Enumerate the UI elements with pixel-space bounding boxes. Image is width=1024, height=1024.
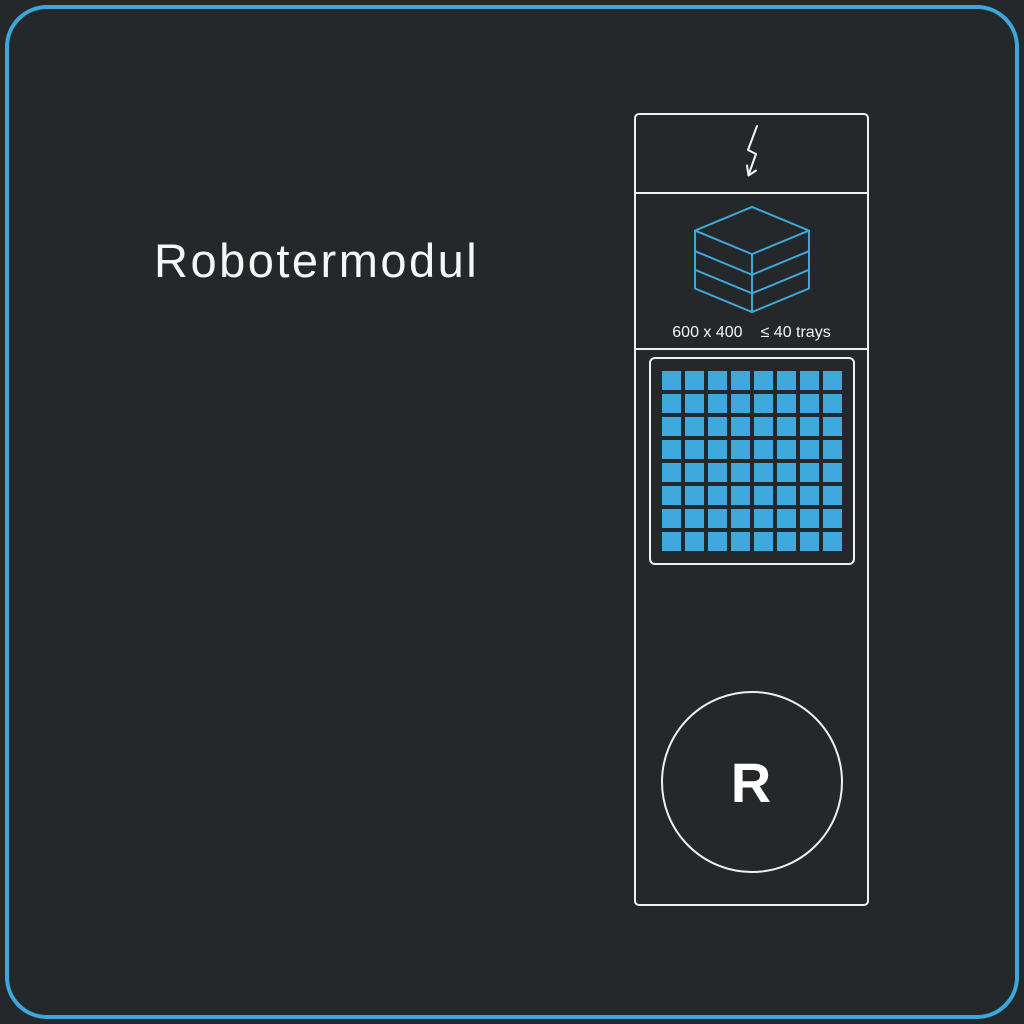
tray-capacity-label: ≤ 40 trays xyxy=(760,324,831,341)
tray-cell xyxy=(684,371,704,390)
tray-cell xyxy=(661,440,681,459)
tray-cell xyxy=(753,532,773,551)
tray-cell xyxy=(707,486,727,505)
tray-cell xyxy=(730,371,750,390)
tray-cell xyxy=(753,440,773,459)
tray-cell xyxy=(707,394,727,413)
tray-cell xyxy=(730,463,750,482)
tray-cell xyxy=(776,486,796,505)
tray-cell xyxy=(707,371,727,390)
power-section xyxy=(636,115,867,194)
tray-cell xyxy=(684,463,704,482)
tray-cell xyxy=(776,371,796,390)
outer-frame-border xyxy=(5,5,1019,1019)
tray-cell xyxy=(707,417,727,436)
tray-cell xyxy=(661,394,681,413)
tray-cell xyxy=(684,417,704,436)
tray-cell xyxy=(753,509,773,528)
tray-cell xyxy=(684,394,704,413)
tray-cell xyxy=(822,440,842,459)
tray-cell xyxy=(822,417,842,436)
tray-cell xyxy=(730,440,750,459)
tray-cell xyxy=(776,509,796,528)
tray-cell xyxy=(822,394,842,413)
tray-cell xyxy=(753,486,773,505)
tray-cell xyxy=(776,394,796,413)
tray-cell xyxy=(707,440,727,459)
tray-cell xyxy=(661,509,681,528)
page-title: Robotermodul xyxy=(154,234,480,287)
tray-cell xyxy=(799,486,819,505)
tray-cell xyxy=(707,532,727,551)
tray-cell xyxy=(799,440,819,459)
tray-cell xyxy=(730,417,750,436)
tray-grid-box xyxy=(648,357,855,565)
tray-cell xyxy=(799,509,819,528)
tray-cell xyxy=(753,417,773,436)
tray-cell xyxy=(684,486,704,505)
tray-cell xyxy=(753,463,773,482)
robot-badge-letter: R xyxy=(730,750,773,814)
storage-section: R xyxy=(636,350,867,904)
tray-cell xyxy=(730,394,750,413)
lightning-arrow-icon xyxy=(745,124,758,176)
tray-cell xyxy=(661,371,681,390)
tray-cell xyxy=(799,394,819,413)
tray-cell xyxy=(799,417,819,436)
tray-cell xyxy=(776,440,796,459)
tray-cell xyxy=(661,532,681,551)
tray-cell xyxy=(707,509,727,528)
tray-cell xyxy=(753,371,773,390)
tray-cell xyxy=(661,417,681,436)
tray-cell xyxy=(661,463,681,482)
tray-grid xyxy=(661,371,842,551)
tray-cell xyxy=(799,463,819,482)
tray-cell xyxy=(799,371,819,390)
tray-cell xyxy=(684,440,704,459)
tray-caption: 600 x 400 ≤ 40 trays xyxy=(672,324,830,342)
tray-cell xyxy=(730,532,750,551)
tray-cell xyxy=(661,486,681,505)
tray-cell xyxy=(822,509,842,528)
tray-cell xyxy=(776,417,796,436)
tray-size-label: 600 x 400 xyxy=(672,324,743,341)
tray-cell xyxy=(776,463,796,482)
tray-cell xyxy=(684,532,704,551)
tray-cell xyxy=(822,486,842,505)
tray-cell xyxy=(730,509,750,528)
tray-cell xyxy=(707,463,727,482)
tray-cell xyxy=(822,532,842,551)
robot-module-panel: 600 x 400 ≤ 40 trays R xyxy=(634,113,869,906)
tray-cell xyxy=(822,463,842,482)
tray-cell xyxy=(684,509,704,528)
tray-cell xyxy=(822,371,842,390)
robot-badge-circle: R xyxy=(660,691,843,873)
tray-cell xyxy=(730,486,750,505)
tray-cell xyxy=(799,532,819,551)
tray-section: 600 x 400 ≤ 40 trays xyxy=(636,194,867,350)
tray-cell xyxy=(753,394,773,413)
stacked-trays-icon xyxy=(693,205,810,314)
tray-cell xyxy=(776,532,796,551)
